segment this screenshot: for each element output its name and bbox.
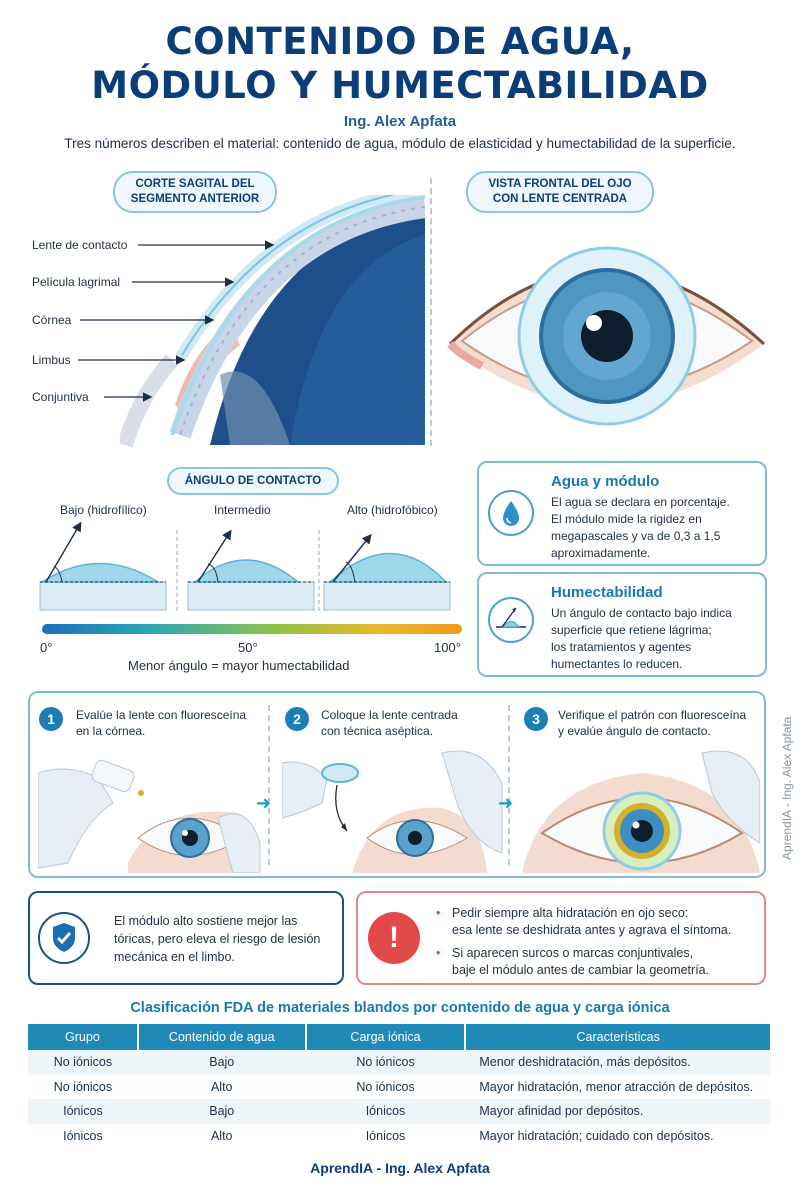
- table-cell: No iónicos: [53, 1079, 113, 1094]
- table-cell: No iónicos: [305, 1050, 466, 1075]
- drop-label-low: Bajo (hidrofílico): [60, 503, 147, 517]
- scale-caption: Menor ángulo = mayor humectabilidad: [128, 658, 350, 673]
- table-cell: No iónicos: [356, 1079, 415, 1094]
- table-header: Carga iónica: [305, 1024, 467, 1050]
- footer: AprendIA - Ing. Alex Apfata: [310, 1160, 490, 1176]
- sagittal-pill: CORTE SAGITAL DEL SEGMENTO ANTERIOR: [113, 171, 277, 213]
- table-header-row: Grupo Contenido de agua Carga iónica Car…: [28, 1024, 772, 1050]
- frontal-eye-illustration: [447, 246, 766, 426]
- subtitle: Tres números describen el material: cont…: [64, 136, 736, 151]
- label-arrows: [78, 240, 275, 402]
- drop-label-mid: Intermedio: [214, 503, 271, 517]
- steps-panel: 1 Evalúe la lente con fluoresceína en la…: [28, 691, 766, 878]
- table-row: No iónicos Alto No iónicos Mayor hidrata…: [28, 1075, 771, 1100]
- wet-card-text: Un ángulo de contacto bajo indica superf…: [551, 606, 732, 671]
- table-row: No iónicos Bajo No iónicos Menor deshidr…: [28, 1050, 771, 1075]
- table-cell: Iónicos: [365, 1128, 406, 1143]
- bullet-icon: •: [436, 946, 441, 960]
- shield-check-icon: [38, 912, 90, 964]
- step-2-text: Coloque la lente centrada con técnica as…: [321, 708, 458, 738]
- label-limbus: Limbus: [32, 353, 71, 367]
- table-cell: Mayor hidratación; cuidado con depósitos…: [479, 1128, 714, 1143]
- step-3-text: Verifique el patrón con fluoresceína y e…: [558, 708, 747, 738]
- table-cell: Alto: [210, 1128, 233, 1143]
- table-cell: Iónicos: [305, 1099, 466, 1124]
- fda-table: Grupo Contenido de agua Carga iónica Car…: [28, 1024, 772, 1148]
- page-title: CONTENIDO DE AGUA, MÓDULO Y HUMECTABILID…: [0, 20, 800, 108]
- water-card-title: Agua y módulo: [551, 473, 660, 490]
- step-1-text: Evalúe la lente con fluoresceína en la c…: [76, 708, 247, 738]
- title-line-2: MÓDULO Y HUMECTABILIDAD: [91, 64, 709, 107]
- contact-angle-drops: [39, 521, 451, 612]
- wettability-card: Humectabilidad Un ángulo de contacto baj…: [477, 572, 767, 677]
- table-row: Iónicos Alto Iónicos Mayor hidratación; …: [28, 1124, 771, 1149]
- title-line-1: CONTENIDO DE AGUA,: [165, 20, 635, 63]
- label-lente: Lente de contacto: [32, 238, 128, 252]
- step-2-illustration: [282, 750, 503, 873]
- watermark: AprendIA - Ing. Alex Apfata: [780, 716, 794, 860]
- label-pelicula: Película lagrimal: [32, 275, 121, 289]
- step-3-illustration: [522, 750, 760, 873]
- table-cell: Bajo: [137, 1099, 306, 1124]
- step-3-number: 3: [524, 707, 548, 731]
- table-cell: Mayor afinidad por depósitos.: [465, 1099, 771, 1124]
- table-cell: No iónicos: [28, 1050, 138, 1075]
- frontal-pill: VISTA FRONTAL DEL OJO CON LENTE CENTRADA: [466, 171, 654, 213]
- table-cell: Bajo: [137, 1050, 306, 1075]
- angle-gradient-bar: [42, 624, 462, 634]
- table-cell: Iónicos: [63, 1128, 103, 1143]
- author: Ing. Alex Apfata: [343, 113, 457, 130]
- steps-divider-1: [268, 705, 270, 865]
- step-2-number: 2: [285, 707, 309, 731]
- scale-min: 0°: [40, 640, 53, 655]
- table-header: Características: [465, 1024, 772, 1050]
- warning-card: ! • Pedir siempre alta hidratación en oj…: [356, 891, 766, 985]
- step-1-number: 1: [39, 707, 63, 731]
- water-modulus-card: Agua y módulo El agua se declara en porc…: [477, 461, 767, 566]
- water-drop-icon: [488, 490, 534, 536]
- contact-angle-pill: ÁNGULO DE CONTACTO: [167, 467, 339, 495]
- label-cornea: Córnea: [32, 313, 72, 327]
- arrow-2-icon: ➜: [498, 793, 514, 813]
- contact-angle-icon: [488, 597, 534, 643]
- drop-label-high: Alto (hidrofóbico): [347, 503, 438, 517]
- table-header: Grupo: [28, 1024, 139, 1050]
- table-row: Iónicos Bajo Iónicos Mayor afinidad por …: [28, 1099, 771, 1124]
- table-cell: Mayor hidratación, menor atracción de de…: [479, 1079, 754, 1094]
- bullet-icon: •: [436, 906, 441, 920]
- modulus-info-text: El módulo alto sostiene mejor las tórica…: [114, 914, 321, 964]
- step-1-illustration: [38, 760, 261, 873]
- table-header: Contenido de agua: [137, 1024, 307, 1050]
- divider-top: [430, 178, 432, 446]
- label-conjuntiva: Conjuntiva: [32, 390, 89, 404]
- warning-item-1: • Pedir siempre alta hidratación en ojo …: [436, 906, 732, 937]
- wet-card-title: Humectabilidad: [551, 584, 663, 601]
- arrow-1-icon: ➜: [256, 793, 272, 813]
- table-cell: Iónicos: [28, 1099, 138, 1124]
- scale-mid: 50°: [238, 640, 258, 655]
- table-cell: Menor deshidratación, más depósitos.: [465, 1050, 771, 1075]
- warning-list: • Pedir siempre alta hidratación en ojo …: [436, 905, 731, 979]
- water-card-text: El agua se declara en porcentaje. El mód…: [551, 495, 730, 560]
- steps-divider-2: [508, 705, 510, 865]
- scale-max: 100°: [434, 640, 461, 655]
- warning-item-2: • Si aparecen surcos o marcas conjuntiva…: [436, 946, 710, 977]
- table-cell: Alto: [210, 1079, 233, 1094]
- modulus-info-card: El módulo alto sostiene mejor las tórica…: [28, 891, 344, 985]
- exclamation-icon: !: [368, 912, 420, 964]
- table-title: Clasificación FDA de materiales blandos …: [130, 1000, 670, 1016]
- sagittal-illustration: [120, 195, 425, 448]
